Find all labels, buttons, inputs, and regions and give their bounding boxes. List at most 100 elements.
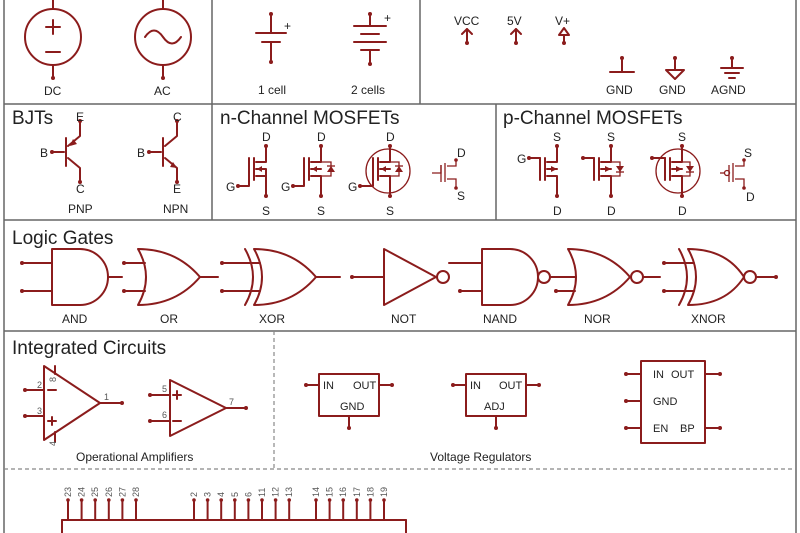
nmos-2: D G S [281, 130, 335, 218]
connector-pin-number: 27 [117, 487, 127, 497]
pmos2-s-label: S [607, 130, 615, 144]
connector-pin-number: 23 [63, 487, 73, 497]
connector-pin-dot [327, 498, 332, 502]
pmos-4: S D [720, 146, 755, 204]
reg3-en: EN [653, 423, 668, 435]
connector-pin-dot [355, 498, 359, 502]
npn-label: NPN [163, 202, 188, 216]
nmos3-g-label: G [348, 180, 357, 194]
vplus-symbol: V+ [555, 14, 570, 45]
pnp-transistor: B E C PNP [40, 110, 93, 216]
op1-pin-3: 3 [37, 406, 42, 416]
connector-pin-dot [66, 498, 70, 502]
op1-pin-4: 4 [48, 441, 58, 446]
opamp-2: 5 6 7 [148, 379, 248, 437]
connector-pin-number: 25 [90, 487, 100, 497]
reg3-gnd: GND [653, 396, 678, 408]
connector-pin-number: 3 [203, 492, 213, 497]
nmos1-g-label: G [226, 180, 235, 194]
pmos4-d-label: D [746, 190, 755, 204]
agnd-label: AGND [711, 83, 746, 97]
dc-source: DC [24, 0, 82, 98]
gnd1-label: GND [606, 83, 633, 97]
nmos1-d-label: D [262, 130, 271, 144]
not-label: NOT [391, 312, 417, 326]
reg3-bp: BP [680, 423, 695, 435]
bjts-title: BJTs [12, 108, 53, 129]
pnp-e-label: E [76, 110, 84, 124]
nand-gate: NAND [448, 248, 551, 326]
vplus-label: V+ [555, 14, 570, 28]
pmos-2: S D [581, 130, 624, 218]
connector-pin-number: 26 [104, 487, 114, 497]
op2-pin-7: 7 [229, 397, 234, 407]
pmos1-d-label: D [553, 204, 562, 218]
connector-pin-dot [120, 498, 125, 502]
connector-pin-dot [382, 498, 386, 502]
battery-2-cells: + 2 cells [351, 11, 391, 97]
not-gate: NOT [350, 248, 450, 326]
nmos2-s-label: S [317, 204, 325, 218]
xnor-gate: XNOR [662, 248, 778, 326]
connector-pin-dot [79, 498, 84, 502]
opamps-label: Operational Amplifiers [76, 450, 193, 464]
connector-pin-number: 6 [243, 492, 253, 497]
connector-pin-number: 11 [257, 488, 267, 497]
5v-label: 5V [507, 14, 522, 28]
reg1-gnd: GND [340, 401, 365, 413]
connector-pin-number: 16 [338, 487, 348, 497]
pmos-title: p-Channel MOSFETs [503, 108, 683, 129]
connector-pin-number: 4 [216, 492, 226, 497]
connector-pin-dot [233, 498, 237, 502]
npn-transistor: B C E NPN [137, 110, 188, 216]
pmos1-s-label: S [553, 130, 561, 144]
gnd2-label: GND [659, 83, 686, 97]
5v-symbol: 5V [507, 14, 522, 45]
nmos2-g-label: G [281, 180, 290, 194]
nmos-3: D G S [348, 130, 411, 218]
nor-gate: NOR [549, 248, 661, 326]
vcc-label: VCC [454, 14, 480, 28]
battery2-plus: + [384, 11, 391, 25]
connector-pin-number: 24 [77, 487, 87, 497]
nmos1-s-label: S [262, 204, 270, 218]
op1-pin-8: 8 [48, 377, 58, 382]
opamp-1: 8 2 3 4 1 [23, 365, 124, 446]
nmos3-s-label: S [386, 204, 394, 218]
ic-title: Integrated Circuits [12, 338, 166, 359]
regulator-gnd: IN OUT GND [304, 373, 394, 430]
nmos-1: D G S [226, 130, 271, 218]
connector-pin-number: 2 [189, 492, 199, 497]
pmos2-d-label: D [607, 204, 616, 218]
nmos-title: n-Channel MOSFETs [220, 108, 400, 129]
ac-source: AC [134, 0, 192, 98]
connector-pin-dot [368, 498, 373, 502]
connector-pin-number: 12 [271, 487, 281, 497]
nmos4-d-label: D [457, 146, 466, 160]
connector-pin-dot [314, 498, 318, 502]
reg2-adj: ADJ [484, 401, 505, 413]
reg1-in: IN [323, 380, 334, 392]
connector-pin-dot [341, 498, 346, 502]
pnp-label: PNP [68, 202, 93, 216]
op1-pin-2: 2 [37, 380, 42, 390]
nor-label: NOR [584, 312, 611, 326]
pmos3-d-label: D [678, 204, 687, 218]
nmos-4: D S [432, 146, 466, 203]
connector-pin-dot [246, 498, 251, 502]
pmos3-s-label: S [678, 130, 686, 144]
ac-label: AC [154, 84, 171, 98]
pmos-1: S G D [517, 130, 562, 218]
pmos1-g-label: G [517, 152, 526, 166]
pmos-3: S D [650, 130, 701, 218]
op2-pin-5: 5 [162, 384, 167, 394]
connector-pin-dot [192, 498, 196, 502]
gnd-symbol-1: GND [606, 56, 635, 97]
reg3-out: OUT [671, 369, 695, 381]
connector-pin-number: 18 [365, 487, 375, 497]
connector-pin-dot [287, 498, 292, 502]
battery-1-cell: + 1 cell [255, 12, 291, 97]
connector-pin-number: 15 [325, 487, 335, 497]
npn-e-label: E [173, 182, 181, 196]
